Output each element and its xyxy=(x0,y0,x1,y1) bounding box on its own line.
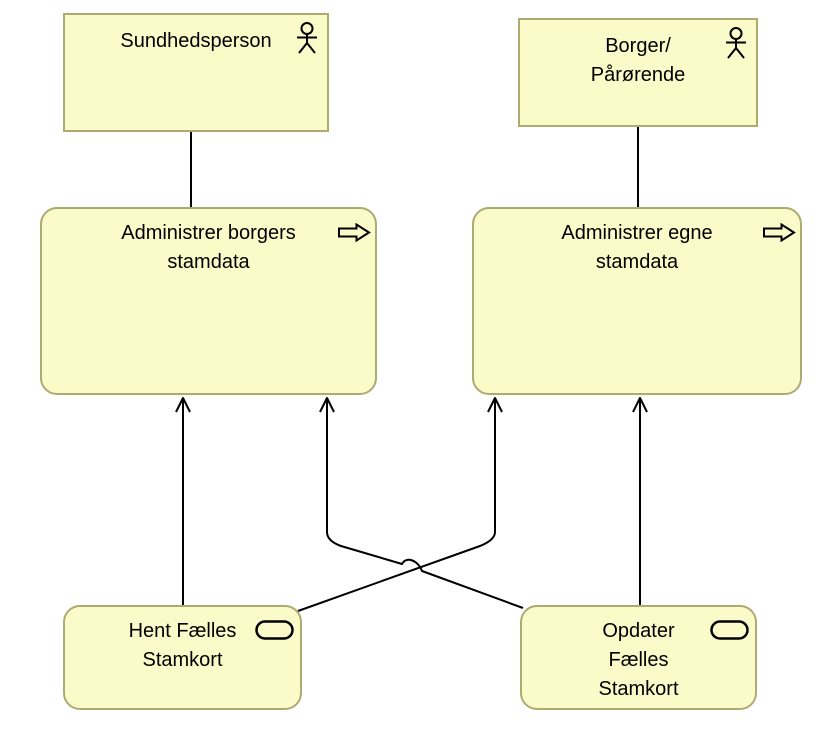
label-line: Sundhedsperson xyxy=(120,30,272,52)
node-administrer-borgers-stamdata[interactable]: Administrer borgers stamdata xyxy=(40,207,377,395)
label-line: Administrer borgers xyxy=(121,222,296,244)
label-line: Opdater xyxy=(602,620,675,642)
connection-opdater-to-borgers[interactable] xyxy=(326,399,524,609)
node-label: Opdater Fælles Stamkort xyxy=(522,607,755,704)
label-line: Administrer egne xyxy=(561,222,713,244)
label-line: stamdata xyxy=(167,251,250,273)
node-label: Hent Fælles Stamkort xyxy=(65,607,300,675)
label-line: Hent Fælles xyxy=(128,620,237,642)
arrowhead xyxy=(175,397,191,413)
service-pill-icon xyxy=(255,620,294,640)
actor-icon xyxy=(296,22,318,55)
node-label: Sundhedsperson xyxy=(65,15,327,56)
node-hent-faelles-stamkort[interactable]: Hent Fælles Stamkort xyxy=(63,605,302,710)
label-line: Stamkort xyxy=(142,649,223,671)
arrowhead xyxy=(319,397,335,413)
label-line: Pårørende xyxy=(590,64,686,86)
arrowhead xyxy=(632,397,648,413)
node-label: Administrer egne stamdata xyxy=(474,209,800,277)
node-label: Borger/ Pårørende xyxy=(520,20,756,90)
node-borger-paaroerende[interactable]: Borger/ Pårørende xyxy=(518,18,758,127)
arrowhead xyxy=(487,397,503,413)
label-line: Borger/ xyxy=(605,35,671,57)
process-arrow-icon xyxy=(338,222,371,243)
label-line: stamdata xyxy=(595,251,679,273)
service-pill-icon xyxy=(710,620,749,640)
node-label: Administrer borgers stamdata xyxy=(42,209,375,277)
actor-icon xyxy=(725,27,747,60)
node-opdater-faelles-stamkort[interactable]: Opdater Fælles Stamkort xyxy=(520,605,757,710)
process-arrow-icon xyxy=(763,222,796,243)
connection-hent-to-egne[interactable] xyxy=(297,399,496,612)
node-sundhedsperson[interactable]: Sundhedsperson xyxy=(63,13,329,132)
label-line: Fælles xyxy=(608,649,669,671)
node-administrer-egne-stamdata[interactable]: Administrer egne stamdata xyxy=(472,207,802,395)
label-line: Stamkort xyxy=(598,678,679,700)
